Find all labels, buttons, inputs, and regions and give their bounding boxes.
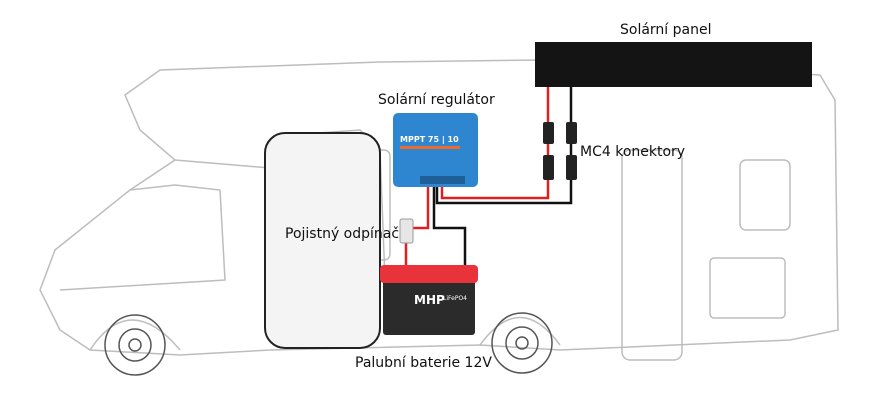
wire-negative-battery xyxy=(432,187,467,268)
label-regulator: Solární regulátor xyxy=(378,92,495,108)
mc4-connectors xyxy=(543,122,577,180)
label-fuse: Pojistný odpínač xyxy=(285,226,400,242)
battery-top xyxy=(380,265,478,283)
label-battery: Palubní baterie 12V xyxy=(355,355,492,371)
battery-brand: MHP xyxy=(414,293,445,307)
solar-panel xyxy=(535,42,812,87)
label-mc4: MC4 konektory xyxy=(580,144,686,160)
regulator-stripe xyxy=(400,146,460,149)
wheel-front xyxy=(104,314,166,376)
wheel-rear xyxy=(491,312,553,374)
fuse-holder xyxy=(399,218,414,244)
wire-positive-battery xyxy=(413,187,430,230)
battery-chemistry: LiFePO4 xyxy=(443,295,467,302)
battery-body xyxy=(383,280,475,335)
regulator-terminals xyxy=(420,176,465,184)
wire-negative-panel xyxy=(435,87,573,205)
solar-regulator xyxy=(393,113,478,187)
regulator-model: MPPT 75 | 10 xyxy=(400,135,459,144)
label-solar-panel: Solární panel xyxy=(620,22,712,38)
cab-pillar xyxy=(264,132,381,349)
